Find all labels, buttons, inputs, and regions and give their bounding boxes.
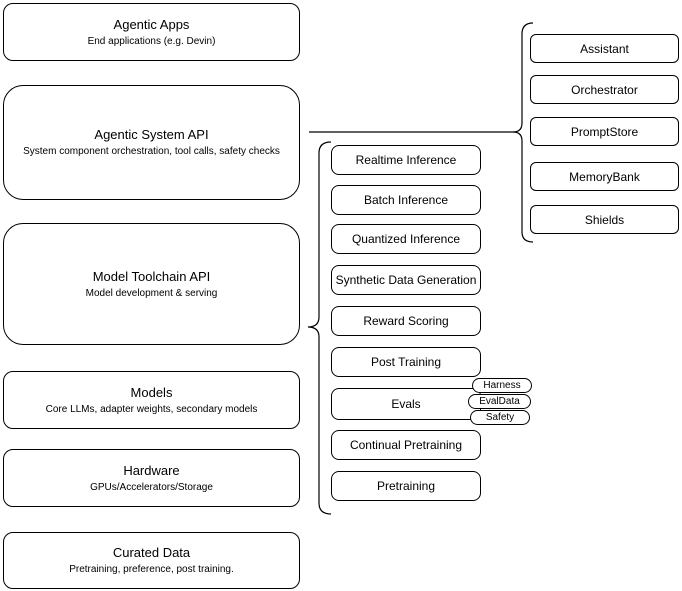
component-label: Shields	[584, 212, 625, 227]
pill-harness: Harness	[472, 378, 532, 393]
node-hardware: Hardware GPUs/Accelerators/Storage	[3, 449, 300, 507]
pill-label: Harness	[483, 379, 521, 391]
component-orchestrator: Orchestrator	[530, 75, 679, 104]
pill-label: Safety	[485, 411, 515, 423]
toolchain-item-label: Realtime Inference	[355, 153, 457, 167]
node-subtitle: Model development & serving	[85, 287, 218, 299]
node-title: Agentic Apps	[113, 16, 190, 32]
pill-label: EvalData	[479, 395, 520, 407]
toolchain-item-label: Quantized Inference	[351, 232, 461, 246]
toolchain-item-label: Evals	[391, 397, 421, 411]
node-title: Model Toolchain API	[92, 268, 211, 284]
node-agentic-apps: Agentic Apps End applications (e.g. Devi…	[3, 3, 300, 61]
toolchain-item-continual-pretraining: Continual Pretraining	[331, 430, 481, 460]
toolchain-item-synthetic-data-generation: Synthetic Data Generation	[331, 265, 481, 295]
component-label: Assistant	[580, 41, 629, 56]
pill-safety: Safety	[470, 410, 530, 425]
toolchain-bracket	[307, 141, 332, 515]
toolchain-item-reward-scoring: Reward Scoring	[331, 306, 481, 336]
component-shields: Shields	[530, 205, 679, 234]
toolchain-item-label: Synthetic Data Generation	[335, 273, 477, 287]
toolchain-item-quantized-inference: Quantized Inference	[331, 224, 481, 254]
node-subtitle: System component orchestration, tool cal…	[23, 146, 280, 157]
toolchain-item-evals: Evals	[331, 388, 481, 420]
component-memorybank: MemoryBank	[530, 162, 679, 191]
component-label: PromptStore	[570, 124, 639, 139]
toolchain-item-label: Continual Pretraining	[349, 438, 463, 452]
node-curated-data: Curated Data Pretraining, preference, po…	[3, 532, 300, 589]
component-label: Orchestrator	[571, 82, 638, 97]
component-promptstore: PromptStore	[530, 117, 679, 146]
component-label: MemoryBank	[569, 169, 640, 184]
node-agentic-system-api: Agentic System API System component orch…	[3, 85, 300, 200]
pill-evaldata: EvalData	[468, 394, 531, 409]
node-title: Agentic System API	[94, 127, 209, 142]
node-title: Models	[130, 384, 173, 400]
toolchain-item-label: Pretraining	[376, 479, 436, 493]
toolchain-item-realtime-inference: Realtime Inference	[331, 145, 481, 175]
node-subtitle: Pretraining, preference, post training.	[69, 564, 234, 575]
node-subtitle: Core LLMs, adapter weights, secondary mo…	[45, 403, 258, 415]
toolchain-item-label: Reward Scoring	[363, 314, 449, 328]
node-models: Models Core LLMs, adapter weights, secon…	[3, 371, 300, 429]
toolchain-item-batch-inference: Batch Inference	[331, 185, 481, 215]
toolchain-item-label: Post Training	[370, 355, 442, 369]
node-title: Curated Data	[112, 545, 191, 560]
node-model-toolchain-api: Model Toolchain API Model development & …	[3, 223, 300, 345]
toolchain-item-post-training: Post Training	[331, 347, 481, 377]
node-subtitle: GPUs/Accelerators/Storage	[90, 481, 213, 493]
toolchain-item-label: Batch Inference	[363, 193, 449, 207]
node-title: Hardware	[123, 462, 180, 478]
node-subtitle: End applications (e.g. Devin)	[87, 35, 216, 47]
component-assistant: Assistant	[530, 34, 679, 63]
toolchain-item-pretraining: Pretraining	[331, 471, 481, 501]
